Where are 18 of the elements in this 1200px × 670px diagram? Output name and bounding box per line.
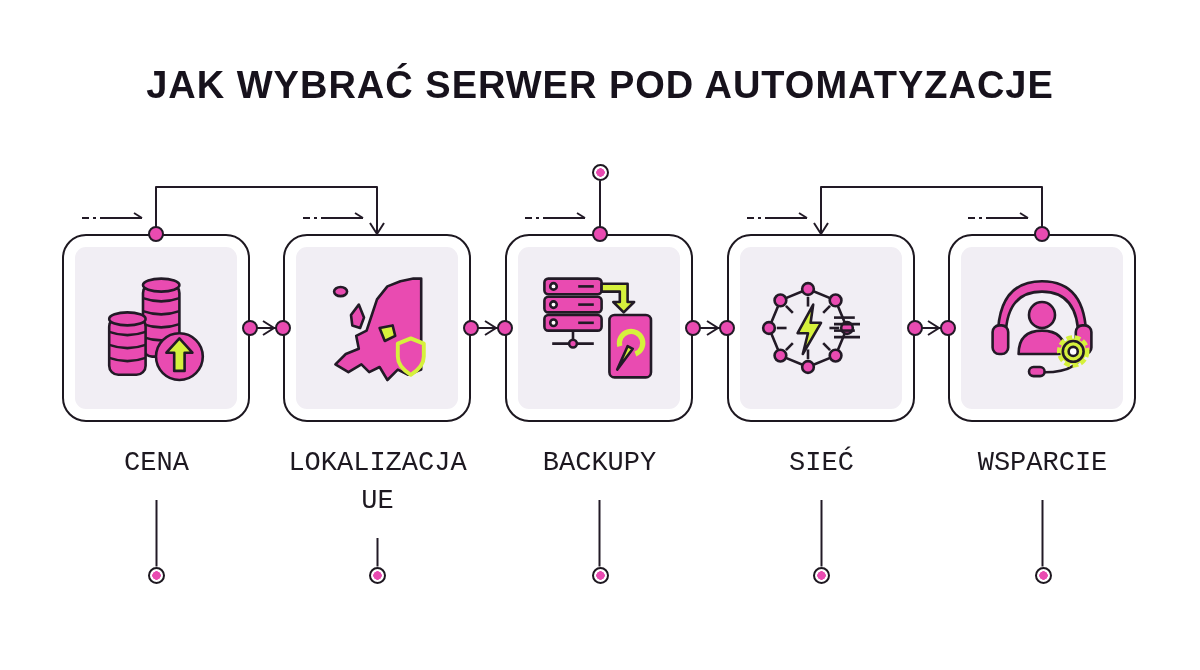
connector-arrow — [148, 186, 385, 242]
title: JAK WYBRAĆ SERWER POD AUTOMATYZACJE — [146, 64, 1054, 107]
connector-arrow — [242, 320, 291, 336]
step-label: CENA — [124, 447, 189, 480]
connector-arrow — [813, 186, 1050, 242]
step-label: LOKALIZACJA UE — [287, 447, 468, 518]
connector-node — [591, 163, 609, 181]
step-label: WSPARCIE — [977, 447, 1108, 480]
step-label: BACKUPY — [542, 447, 657, 480]
connector-arrow — [685, 320, 735, 336]
step-label: SIEĆ — [789, 445, 854, 480]
connector-arrow — [463, 320, 513, 336]
connector-node — [591, 566, 609, 584]
connector-node — [368, 566, 386, 584]
connector-node — [147, 566, 165, 584]
connector-node — [1034, 566, 1052, 584]
connector-node — [812, 566, 830, 584]
connector-arrow — [907, 320, 956, 336]
